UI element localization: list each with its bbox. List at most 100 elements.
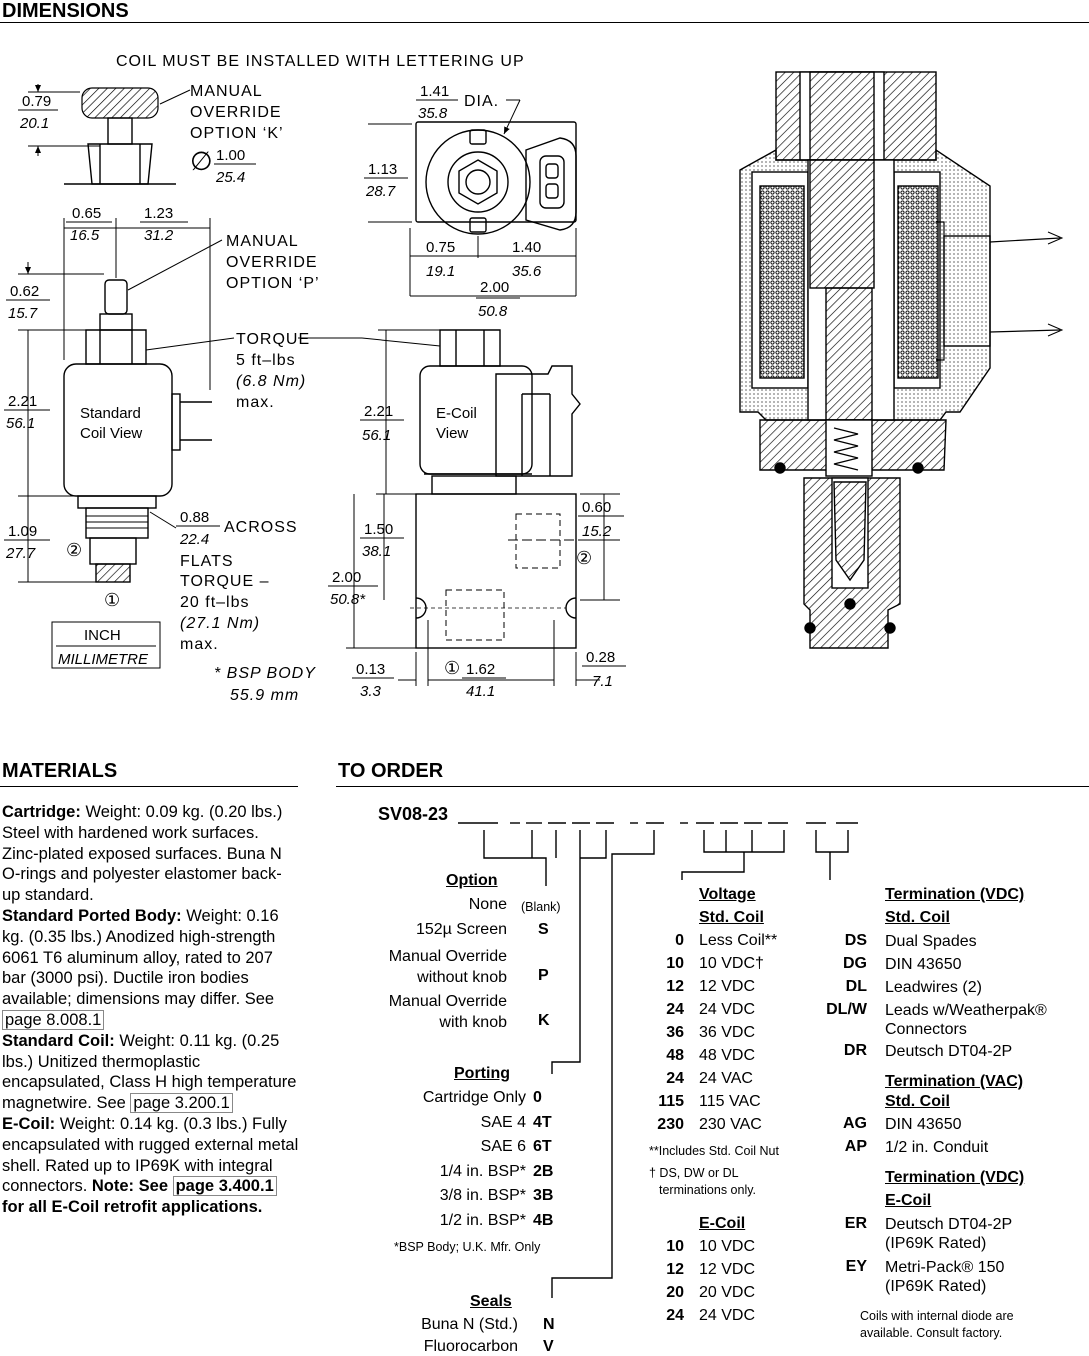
dia-label: DIA. [464,93,499,110]
d062-mm: 15.7 [8,305,38,322]
voltage-title: Voltage [699,886,756,903]
option-row-code: (Blank) [521,900,561,914]
d065-mm: 16.5 [70,227,100,244]
option-row-label: Manual Override with knob [388,993,507,1031]
d162-in: 1.62 [466,661,495,678]
diode-note-1: Coils with internal diode are [860,1309,1014,1323]
torque-coil-line2: 5 ft–lbs [236,352,296,369]
torque-coil-line1: TORQUE [236,331,310,348]
page-link-body[interactable]: page 8.008.1 [2,1009,105,1030]
std-coil-line1: Standard [80,405,141,422]
seal-row-code: V [543,1338,554,1355]
term_vac-row-code: AG [843,1115,867,1132]
ecoil-row-code: 10 [666,1238,684,1255]
term_vdc-row-label: DIN 43650 [885,956,962,973]
voltage-note-1: **Includes Std. Coil Nut [649,1144,779,1158]
std-coil-line2: Coil View [80,425,142,442]
voltage-row-code: 10 [666,955,684,972]
ecoil-row-label: 12 VDC [699,1261,756,1278]
porting-row-label: Cartridge Only [422,1089,526,1106]
option-row-code: P [538,967,549,984]
voltage-note-2a: † DS, DW or DL [649,1166,739,1180]
dimensions-rule [0,22,1089,23]
d075-in: 0.75 [426,239,455,256]
unit-inch: INCH [84,627,121,644]
knob-h-mm: 20.1 [19,115,49,132]
dimensions-drawing: COIL MUST BE INSTALLED WITH LETTERING UP… [4,53,1064,704]
torque-body-line3: (27.1 Nm) [180,615,260,632]
d200b-mm: 50.8* [330,591,366,608]
ecoil-row-code: 24 [666,1307,684,1324]
d088-mm: 22.4 [179,531,209,548]
voltage-subtitle: Std. Coil [699,909,764,926]
voltage-row-code: 12 [666,978,684,995]
voltage-row-label: 230 VAC [699,1116,762,1133]
seal-row-label: Fluorocarbon [423,1338,518,1355]
voltage-row-code: 230 [657,1116,684,1133]
ecoil-row-code: 20 [666,1284,684,1301]
term_vac-row-label: 1/2 in. Conduit [885,1139,989,1156]
term_ecoil-row-code: ER [844,1215,867,1232]
d060-mm: 15.2 [582,523,612,540]
d013-in: 0.13 [356,661,385,678]
porting-row-code: 4B [533,1212,554,1229]
override-p-line3: OPTION ‘P’ [226,275,320,292]
term_vdc-row-code: DL [845,978,867,995]
override-k-line1: MANUAL [190,83,263,100]
port-1-left: ① [104,590,120,610]
to-order-heading: TO ORDER [338,760,444,782]
d140-mm: 35.6 [512,263,542,280]
voltage-row-code: 0 [675,932,684,949]
porting-row-code: 4T [533,1113,552,1131]
voltage-row-label: 115 VAC [699,1093,761,1110]
term_vdc-row-code: DR [843,1042,867,1059]
page-link-ecoil[interactable]: page 3.400.1 [172,1176,277,1197]
bsp-note-line1: * BSP BODY [214,665,316,682]
term-vac-title: Termination (VAC) [885,1073,1024,1090]
materials-rule [0,786,298,787]
d221a-in: 2.21 [8,393,37,410]
torque-body-line2: 20 ft–lbs [180,594,249,611]
material-ecoil: E-Coil: Weight: 0.14 kg. (0.3 lbs.) Full… [2,1114,299,1217]
voltage-row-code: 24 [666,1001,684,1018]
d200a-mm: 50.8 [478,303,508,320]
term-vdc-subtitle: Std. Coil [885,909,950,926]
materials-list: Cartridge: Weight: 0.09 kg. (0.20 lbs.) … [2,802,300,1218]
d123-in: 1.23 [144,205,173,222]
d060-in: 0.60 [582,499,611,516]
ecoil-title: E-Coil [699,1215,746,1232]
term_vdc-row-label: Dual Spades [885,933,977,950]
port-1-body: ① [444,658,460,678]
torque-body-line1: TORQUE – [180,573,270,590]
term_vdc-row-code: DG [843,955,867,972]
port-2-left: ② [66,540,82,560]
term-ecoil-subtitle: E-Coil [885,1192,932,1209]
page-link-coil[interactable]: page 3.200.1 [130,1093,233,1114]
voltage-row-label: 12 VDC [699,978,756,995]
d013-mm: 3.3 [360,683,382,700]
option-row-code: K [538,1012,550,1029]
d221b-in: 2.21 [364,403,393,420]
d200b-in: 2.00 [332,569,361,586]
term_vdc-row-code: DL/W [826,1001,867,1018]
porting-row-code: 3B [533,1187,554,1205]
d028-mm: 7.1 [592,673,613,690]
override-p-line1: MANUAL [226,233,299,250]
material-cartridge: Cartridge: Weight: 0.09 kg. (0.20 lbs.) … [2,803,283,905]
ecoil-view-line2: View [436,425,468,442]
ecoil-row-label: 10 VDC [699,1238,756,1255]
dimensions-heading: DIMENSIONS [2,0,129,22]
override-k-line2: OVERRIDE [190,104,282,121]
port-2-body: ② [576,548,592,568]
torque-coil-line3: (6.8 Nm) [236,373,306,390]
d141-in: 1.41 [420,83,449,100]
d140-in: 1.40 [512,239,541,256]
porting-row-label: 1/2 in. BSP* [439,1212,526,1229]
d028-in: 0.28 [586,649,615,666]
flats-label: FLATS [180,553,234,570]
voltage-row-label: 10 VDC† [699,955,764,972]
d113-in: 1.13 [368,161,397,178]
term_vac-row-label: DIN 43650 [885,1116,962,1133]
d221b-mm: 56.1 [362,427,391,444]
across-label: ACROSS [224,519,298,536]
